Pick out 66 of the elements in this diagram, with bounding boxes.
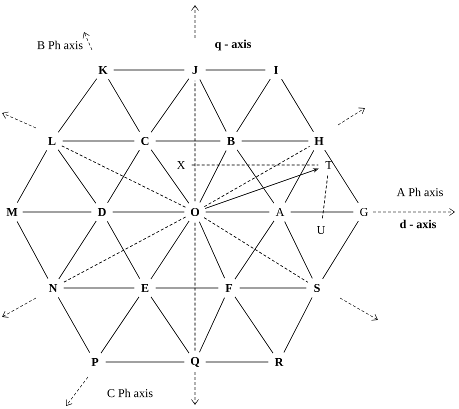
grid-line: [108, 78, 140, 132]
axis-label: C Ph axis: [107, 388, 153, 398]
vertex-label: R: [274, 358, 284, 366]
grid-line: [284, 150, 314, 204]
vertex-label: T: [326, 161, 332, 169]
vertex-label: X: [176, 161, 186, 169]
grid-line: [155, 140, 221, 142]
grid-line: [58, 296, 90, 354]
grid-line: [150, 296, 190, 354]
dashed-line: [204, 217, 308, 283]
grid-line: [150, 78, 190, 133]
vertex-label: D: [98, 208, 106, 216]
vertex-label: Q: [190, 357, 200, 367]
vertex-label: O: [190, 208, 200, 216]
grid-line: [234, 220, 274, 280]
grid-line: [150, 149, 190, 204]
grid-line: [324, 150, 359, 204]
vertex-label: G: [360, 208, 368, 216]
vertex-label: I: [274, 66, 278, 74]
vertex-label: E: [141, 284, 148, 292]
dashed-line: [191, 164, 319, 166]
vertex-label: A: [276, 208, 284, 216]
grid-line: [236, 149, 274, 204]
grid-line: [198, 221, 226, 279]
grid-line: [234, 296, 274, 354]
dashed-line: [61, 145, 186, 208]
grid-line: [284, 221, 313, 279]
grid-line: [100, 296, 140, 354]
grid-line: [281, 78, 314, 132]
dashed-line: [194, 222, 196, 352]
grid-line: [241, 140, 309, 142]
vertex-label: L: [48, 137, 56, 145]
grid-line: [58, 149, 96, 204]
grid-line: [150, 220, 190, 280]
grid-line: [199, 150, 227, 203]
vertex-label: J: [192, 66, 198, 74]
axis-label: A Ph axis: [396, 188, 443, 196]
grid-line: [58, 78, 98, 133]
grid-line: [16, 221, 48, 279]
grid-line: [16, 150, 48, 204]
dashed-line: [322, 175, 328, 220]
dashed-line: [204, 146, 310, 208]
grid-line: [322, 220, 359, 280]
vertex-label: M: [6, 208, 18, 216]
grid-line: [58, 220, 97, 280]
grid-line: [107, 150, 140, 204]
dashed-line: [194, 80, 196, 202]
vertex-label: C: [141, 136, 148, 146]
vertex-label: H: [314, 137, 324, 145]
grid-line: [236, 78, 271, 132]
vertex-label: U: [316, 226, 326, 234]
vertex-label: N: [48, 284, 58, 292]
vertex-label: S: [314, 284, 320, 292]
axis-label: q - axis: [215, 40, 252, 50]
grid-line: [199, 79, 227, 132]
vertex-label: P: [92, 358, 98, 366]
vertex-label: B: [227, 137, 235, 145]
dashed-line: [62, 216, 186, 284]
axis-label: d - axis: [400, 220, 436, 228]
grid-line: [106, 220, 140, 280]
axis-label: B Ph axis: [37, 40, 83, 50]
grid-line: [284, 297, 312, 353]
grid-line: [62, 140, 135, 142]
vertex-label: F: [226, 284, 232, 292]
grid-line: [199, 297, 225, 353]
vertex-label: K: [98, 66, 108, 74]
